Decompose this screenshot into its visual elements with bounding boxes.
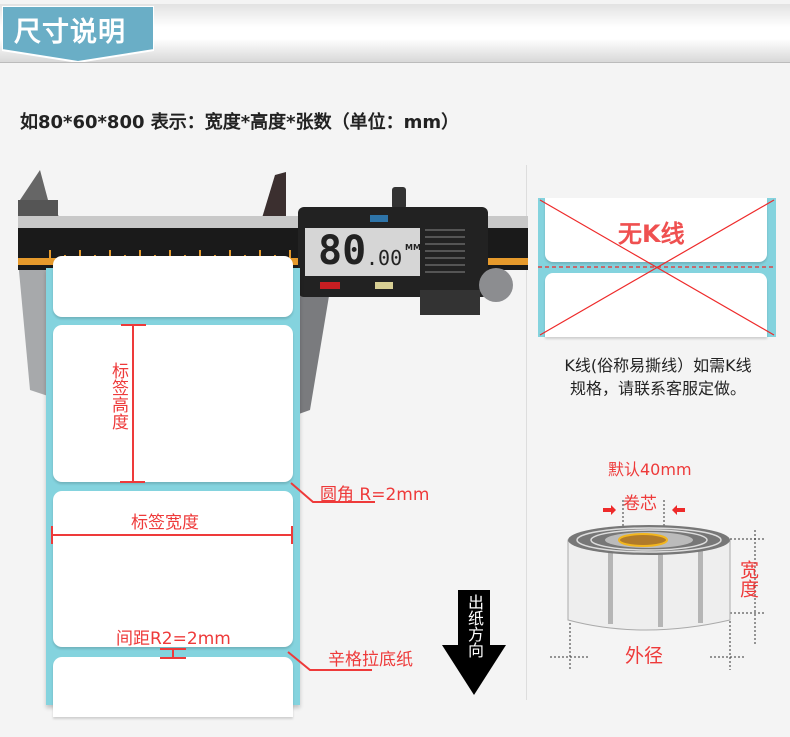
core-default-size: 默认40mm xyxy=(608,460,692,479)
caliper-unit: MM xyxy=(405,243,421,252)
label-sticker xyxy=(53,491,293,647)
core-label: 卷芯 xyxy=(623,494,657,514)
size-format-description: 如80*60*800 表示：宽度*高度*张数（单位：mm） xyxy=(20,112,460,133)
k-line-note: K线(俗称易撕线）如需K线 规格，请联系客服定做。 xyxy=(536,354,780,400)
label-height-annotation: 标签高度 xyxy=(108,362,128,430)
label-roll-illustration xyxy=(550,500,765,670)
label-sticker xyxy=(545,273,767,337)
backing-paper-strip xyxy=(46,256,300,717)
backing-paper-annotation: 辛格拉底纸 xyxy=(328,650,413,670)
header-title: 尺寸说明 xyxy=(14,17,126,48)
caliper-reading-main: 80 xyxy=(318,228,367,274)
k-line-note-line2: 规格，请联系客服定做。 xyxy=(569,379,746,398)
gap-annotation: 间距R2=2mm xyxy=(116,629,231,649)
label-sticker xyxy=(53,256,293,317)
caliper-reading-decimal: .00 xyxy=(366,246,403,270)
no-k-line-title: 无K线 xyxy=(618,220,685,248)
label-sticker xyxy=(53,657,293,717)
corner-radius-annotation: 圆角 R=2mm xyxy=(320,485,430,505)
outer-diameter-label: 外径 xyxy=(625,645,664,667)
k-line-note-line1: K线(俗称易撕线）如需K线 xyxy=(564,356,752,375)
feed-direction-label: 出纸方向 xyxy=(465,594,484,658)
divider xyxy=(526,165,527,700)
cross-mark-icon xyxy=(538,199,776,336)
header-badge xyxy=(2,6,154,62)
label-sticker xyxy=(53,325,293,482)
feed-direction-arrow-icon xyxy=(442,590,506,695)
label-sticker xyxy=(545,198,767,262)
roll-width-label: 宽度 xyxy=(737,560,759,598)
dimension-lines xyxy=(51,324,375,671)
label-width-annotation: 标签宽度 xyxy=(131,513,199,533)
